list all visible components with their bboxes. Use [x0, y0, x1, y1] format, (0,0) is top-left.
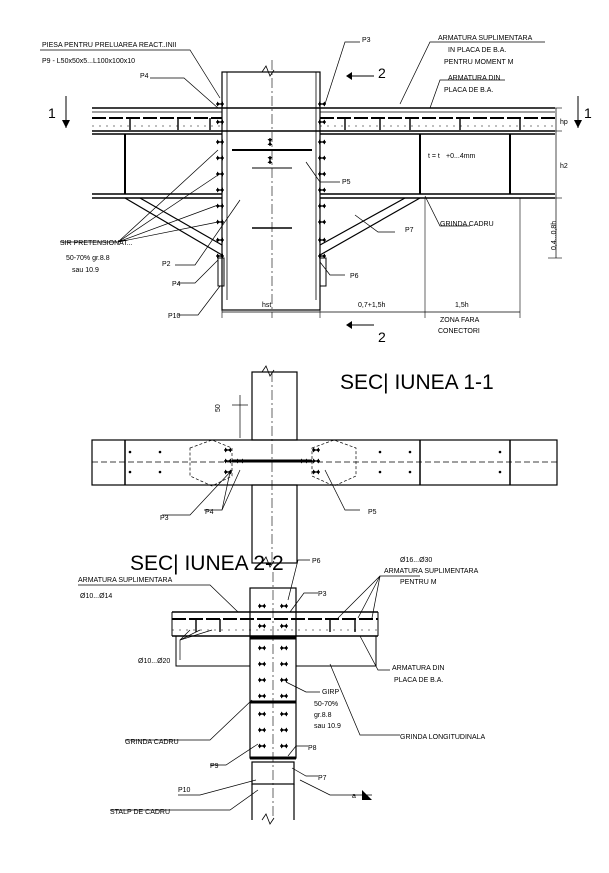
s22-label-girp-2: 50-70%: [314, 701, 338, 708]
label-hp: hp: [560, 119, 568, 126]
label-sir-3: sau 10.9: [72, 267, 99, 274]
label-h2: h2: [560, 163, 568, 170]
s22-label-arm-din-1: ARMATURA DIN: [392, 665, 444, 672]
s22-label-girp-4: sau 10.9: [314, 723, 341, 730]
label-p4b: P4: [172, 281, 181, 288]
section-1-1-labels: SEC| IUNEA 1-1 P3 P4 P5 50: [160, 371, 494, 522]
section-1-1-view: [91, 365, 558, 568]
s22-label-grinda-long: GRINDA LONGITUDINALA: [400, 734, 486, 741]
label-zona-1: ZONA FARA: [440, 317, 480, 324]
s22-label-arm-din-2: PLACA DE B.A.: [394, 677, 443, 684]
label-grinda-cadru: GRINDA CADRU: [440, 221, 494, 228]
s22-label-p7: P7: [318, 775, 327, 782]
label-tw: t = t: [428, 153, 440, 160]
label-piesa: PIESA PENTRU PRELUAREA REACT..INII: [42, 42, 177, 49]
s22-label-p10: P10: [178, 787, 191, 794]
section-1-1-title: SEC| IUNEA 1-1: [340, 371, 494, 394]
section-2-2-title: SEC| IUNEA 2-2: [130, 552, 284, 575]
s22-label-arm-sup-r2: ARMATURA SUPLIMENTARA: [384, 568, 479, 575]
s11-label-dim: 50: [215, 404, 222, 412]
label-tw-2: +0...4mm: [446, 153, 476, 160]
slab-studs: [129, 118, 521, 130]
label-dim-07: 0,7+1,5h: [358, 302, 386, 309]
s22-label-p3: P3: [318, 591, 327, 598]
label-dim-049: 0,4...0,8h: [551, 221, 558, 250]
s22-label-stalp: STALP DE CADRU: [110, 809, 170, 816]
s11-label-p3: P3: [160, 515, 169, 522]
bolt-row-left: [215, 100, 225, 260]
section-2-2-labels: SEC| IUNEA 2-2 P6 P3 ARMATURA SUPLIMENTA…: [78, 552, 486, 816]
section-2-2-view: [78, 559, 420, 825]
s22-label-arm-sup-r1: Ø16...Ø30: [400, 557, 432, 564]
s22-label-girp: GIRP: [322, 689, 339, 696]
label-piesa-profile: P9 - L50x50x5...L100x100x10: [42, 58, 135, 65]
label-hst: hst: [262, 302, 271, 309]
s22-label-p6: P6: [312, 558, 321, 565]
s22-label-p9: P9: [210, 763, 219, 770]
label-zona-2: CONECTORI: [438, 328, 480, 335]
label-arm-sup-1: ARMATURA SUPLIMENTARA: [438, 35, 533, 42]
label-p5: P5: [342, 179, 351, 186]
s22-label-grinda-cadru: GRINDA CADRU: [125, 739, 179, 746]
label-p6: P6: [350, 273, 359, 280]
elevation-labels: PIESA PENTRU PRELUAREA REACT..INII P9 - …: [42, 35, 592, 345]
s11-label-p5: P5: [368, 509, 377, 516]
s22-label-p8: P8: [308, 745, 317, 752]
label-p3: P3: [362, 37, 371, 44]
bolt-row-right: [317, 100, 327, 260]
section-marker-2-bottom: 2: [378, 329, 386, 345]
section-marker-1-right: 1: [584, 105, 592, 121]
label-arm-din-2: PLACA DE B.A.: [444, 87, 493, 94]
s22-label-a: a: [352, 793, 356, 800]
elevation-view: [40, 41, 582, 329]
s22-label-arm-sup-1: ARMATURA SUPLIMENTARA: [78, 577, 173, 584]
s22-label-arm-sup-r3: PENTRU M: [400, 579, 437, 586]
s22-label-girp-3: gr.8.8: [314, 712, 332, 719]
label-p4: P4: [140, 73, 149, 80]
s22-label-phi: Ø10...Ø20: [138, 658, 170, 665]
label-sir-2: 50-70% gr.8.8: [66, 255, 110, 262]
label-p7: P7: [405, 227, 414, 234]
section-marker-2-top: 2: [378, 65, 386, 81]
s22-label-arm-sup-2: Ø10...Ø14: [80, 593, 112, 600]
section-marker-1-left: 1: [48, 105, 56, 121]
s11-label-p4: P4: [205, 509, 214, 516]
label-dim-15: 1,5h: [455, 302, 469, 309]
label-arm-sup-2: IN PLACA DE B.A.: [448, 47, 506, 54]
label-arm-sup-3: PENTRU MOMENT M: [444, 59, 514, 66]
label-p10: P10: [168, 313, 181, 320]
label-p2: P2: [162, 261, 171, 268]
label-sir-1: SIR PRETENSIONAT...: [60, 240, 133, 247]
label-arm-din-1: ARMATURA DIN: [448, 75, 500, 82]
